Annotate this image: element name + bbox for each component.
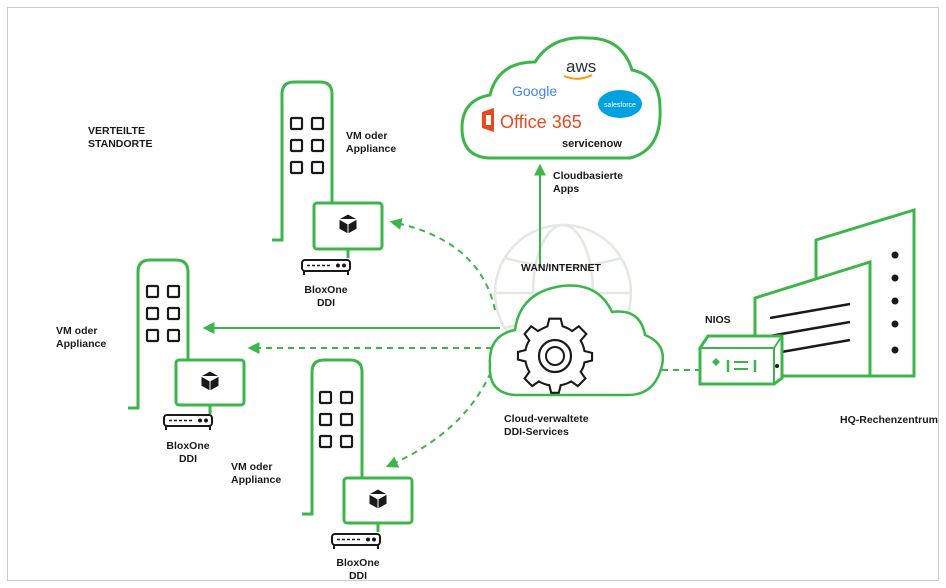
building-icon: [128, 258, 190, 410]
datacenter-icon: [753, 207, 916, 378]
svg-text:salesforce: salesforce: [604, 102, 636, 109]
site-left: [128, 258, 246, 430]
site-bottom: [302, 358, 414, 549]
dashed-arrow-top: [389, 218, 496, 311]
salesforce-logo: [598, 90, 642, 118]
building-icon: [302, 358, 364, 516]
cube-icon: [200, 370, 220, 392]
appliance-icon: [331, 533, 381, 549]
appliance-icon: [301, 259, 351, 275]
label-nios: NIOS: [705, 314, 731, 326]
servicenow-logo: servicenow: [562, 138, 622, 150]
aws-logo: aws: [566, 57, 596, 76]
gear-icon: [516, 317, 594, 394]
cube-icon: [338, 213, 358, 235]
monitor-icon: [312, 201, 384, 258]
office-icon: [482, 108, 494, 132]
cloud-icon: [460, 36, 662, 160]
label-wan-internet: WAN/INTERNET: [521, 262, 601, 274]
diagram-border: [7, 7, 939, 581]
site-top: [272, 80, 384, 275]
appliance-icon: [163, 414, 213, 430]
monitor-icon: [342, 476, 414, 532]
dashed-arrow-bottom: [385, 361, 496, 468]
cloud-apps: aws Google salesforce Office 365 service…: [460, 36, 662, 160]
building-icon: [272, 80, 334, 242]
nios-appliance-icon: [698, 334, 784, 386]
google-logo: Google: [512, 83, 557, 99]
cube-icon: [368, 488, 388, 510]
monitor-icon: [174, 358, 246, 414]
connectors: [202, 163, 700, 468]
label-hq: HQ-Rechenzentrum: [840, 414, 939, 426]
office-logo: Office 365: [500, 112, 582, 132]
